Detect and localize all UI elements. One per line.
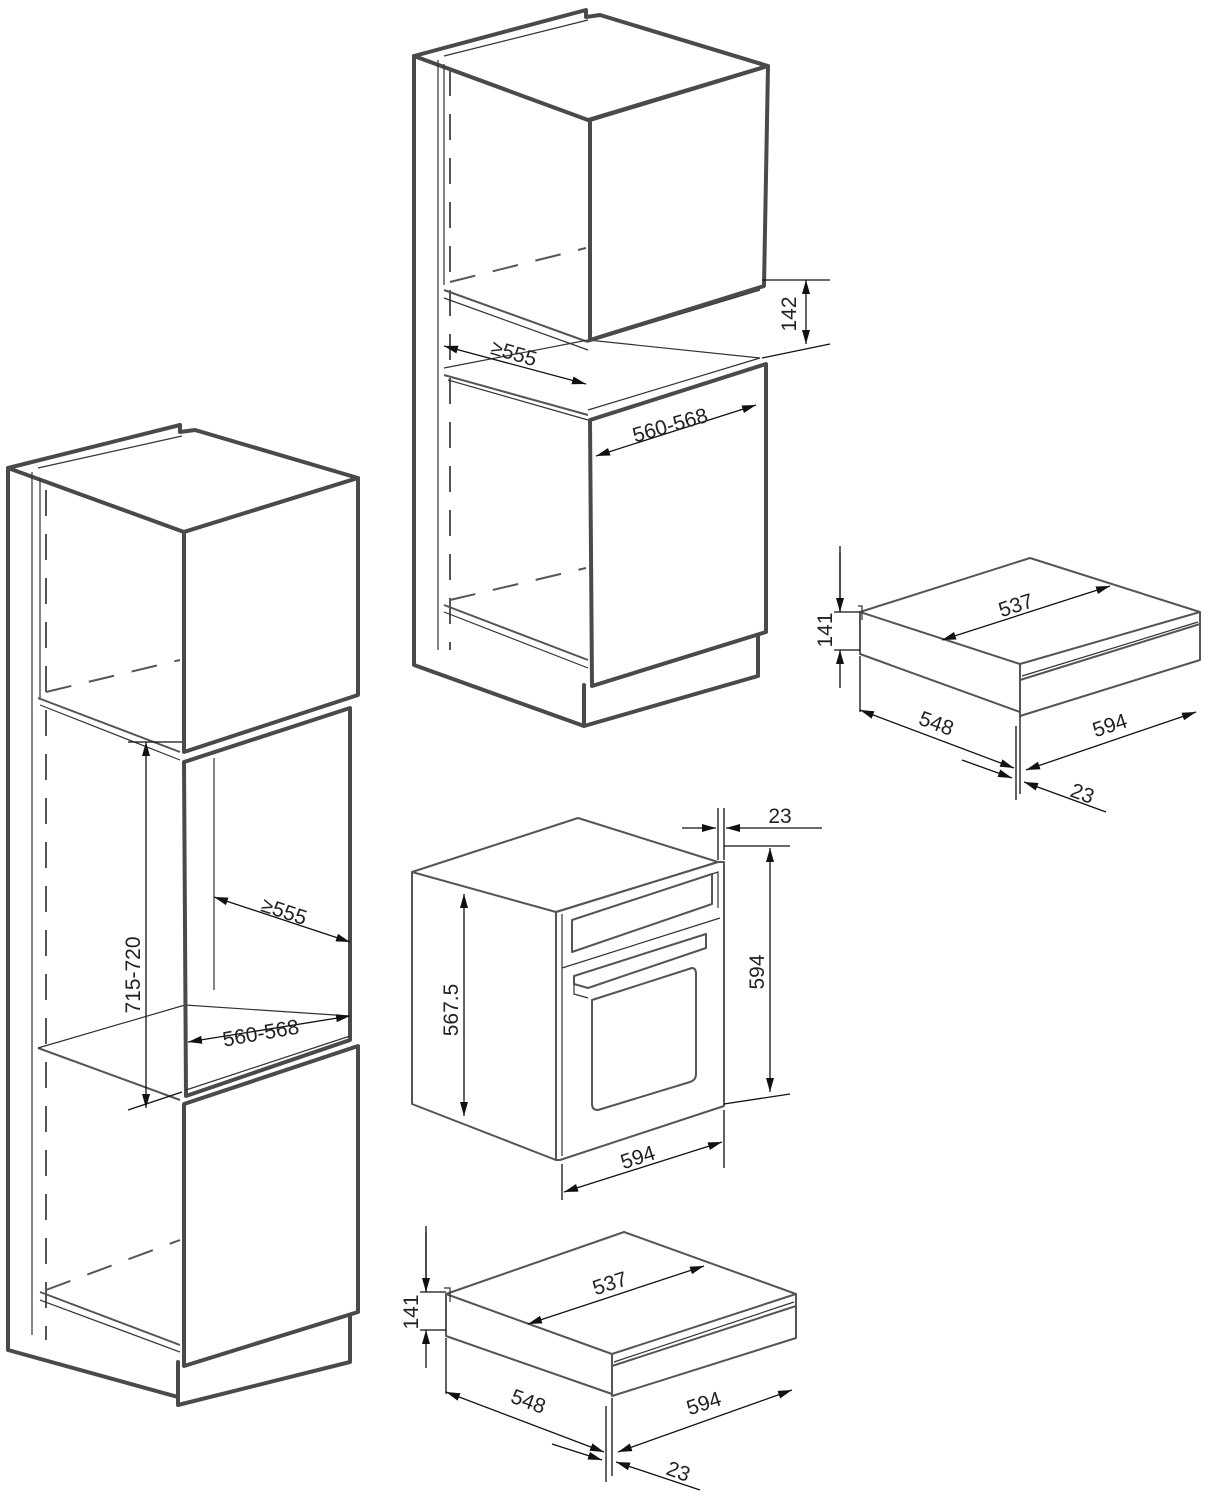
drawer-bottom-dimensions [420,1226,793,1491]
oven-body-height-label: 567.5 [440,984,463,1037]
drawer-bottom-inner-depth-label: 537 [590,1267,630,1300]
top-cabinet-dimensions [443,279,831,457]
drawer-right-inner-depth-label: 537 [996,589,1036,622]
left-cabinet-dimensions [127,741,351,1111]
drawer-right-dimensions [834,546,1197,813]
tall-cabinet-left [6,423,360,1407]
oven-dimensions [460,808,822,1200]
drawer-bottom [444,1231,797,1397]
oven-overall-height-label: 594 [746,954,769,989]
tall-cabinet-top [412,8,770,728]
drawer-right [858,557,1201,717]
drawer-right-width-label: 594 [1090,709,1131,742]
drawer-right-front-thickness-label: 23 [1067,779,1097,809]
drawer-bottom-width-label: 594 [684,1387,725,1420]
oven [411,817,725,1161]
top-gap-height-label: 142 [778,296,801,331]
left-niche-width-label: 560-568 [221,1016,301,1052]
left-niche-height-label: 715-720 [122,936,145,1013]
drawer-bottom-height-label: 141 [400,1294,423,1329]
oven-door-thickness-label: 23 [768,805,791,828]
drawer-right-height-label: 141 [814,612,837,647]
drawer-bottom-depth-label: 548 [508,1385,549,1419]
top-niche-depth-label: ≥555 [488,336,539,371]
oven-width-label: 594 [618,1141,659,1174]
drawer-right-depth-label: 548 [916,707,957,741]
left-niche-depth-label: ≥555 [258,894,309,930]
drawer-bottom-front-thickness-label: 23 [663,1457,693,1487]
